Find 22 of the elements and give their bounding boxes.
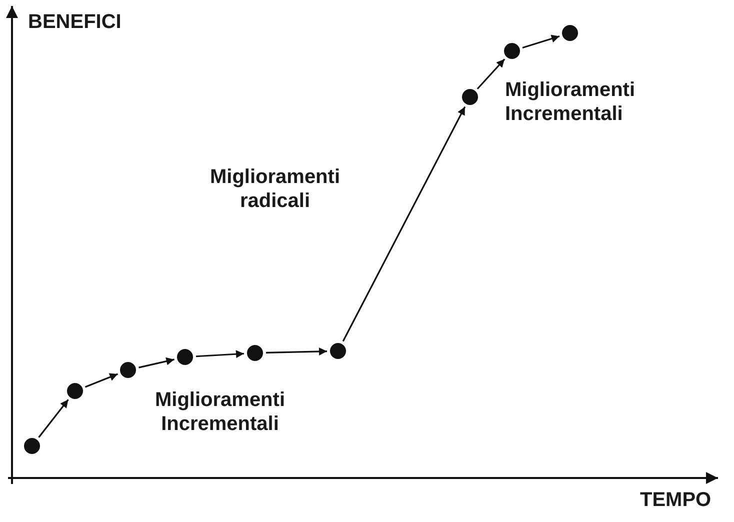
node-dot — [504, 43, 520, 59]
node-dot — [562, 25, 578, 41]
x-axis-label: TEMPO — [640, 488, 712, 512]
arrow — [476, 58, 506, 90]
node-dot — [67, 383, 83, 399]
node-dot — [24, 438, 40, 454]
node-dot — [177, 349, 193, 365]
node-dot — [247, 345, 263, 361]
arrow — [84, 373, 118, 388]
y-axis-label: BENEFICI — [28, 10, 122, 34]
annotation-text: Miglioramenti Incrementali — [154, 388, 286, 436]
annotation-text: Miglioramenti Incrementali — [505, 78, 636, 126]
arrow — [138, 357, 174, 368]
node-dot — [330, 343, 346, 359]
arrow — [196, 350, 244, 358]
node-dot — [120, 362, 136, 378]
annotation-text: Miglioramenti radicali — [208, 165, 341, 213]
node-dot — [462, 89, 478, 105]
arrow — [522, 34, 560, 48]
arrow — [266, 347, 328, 356]
arrow — [38, 399, 69, 438]
arrow — [342, 106, 466, 342]
